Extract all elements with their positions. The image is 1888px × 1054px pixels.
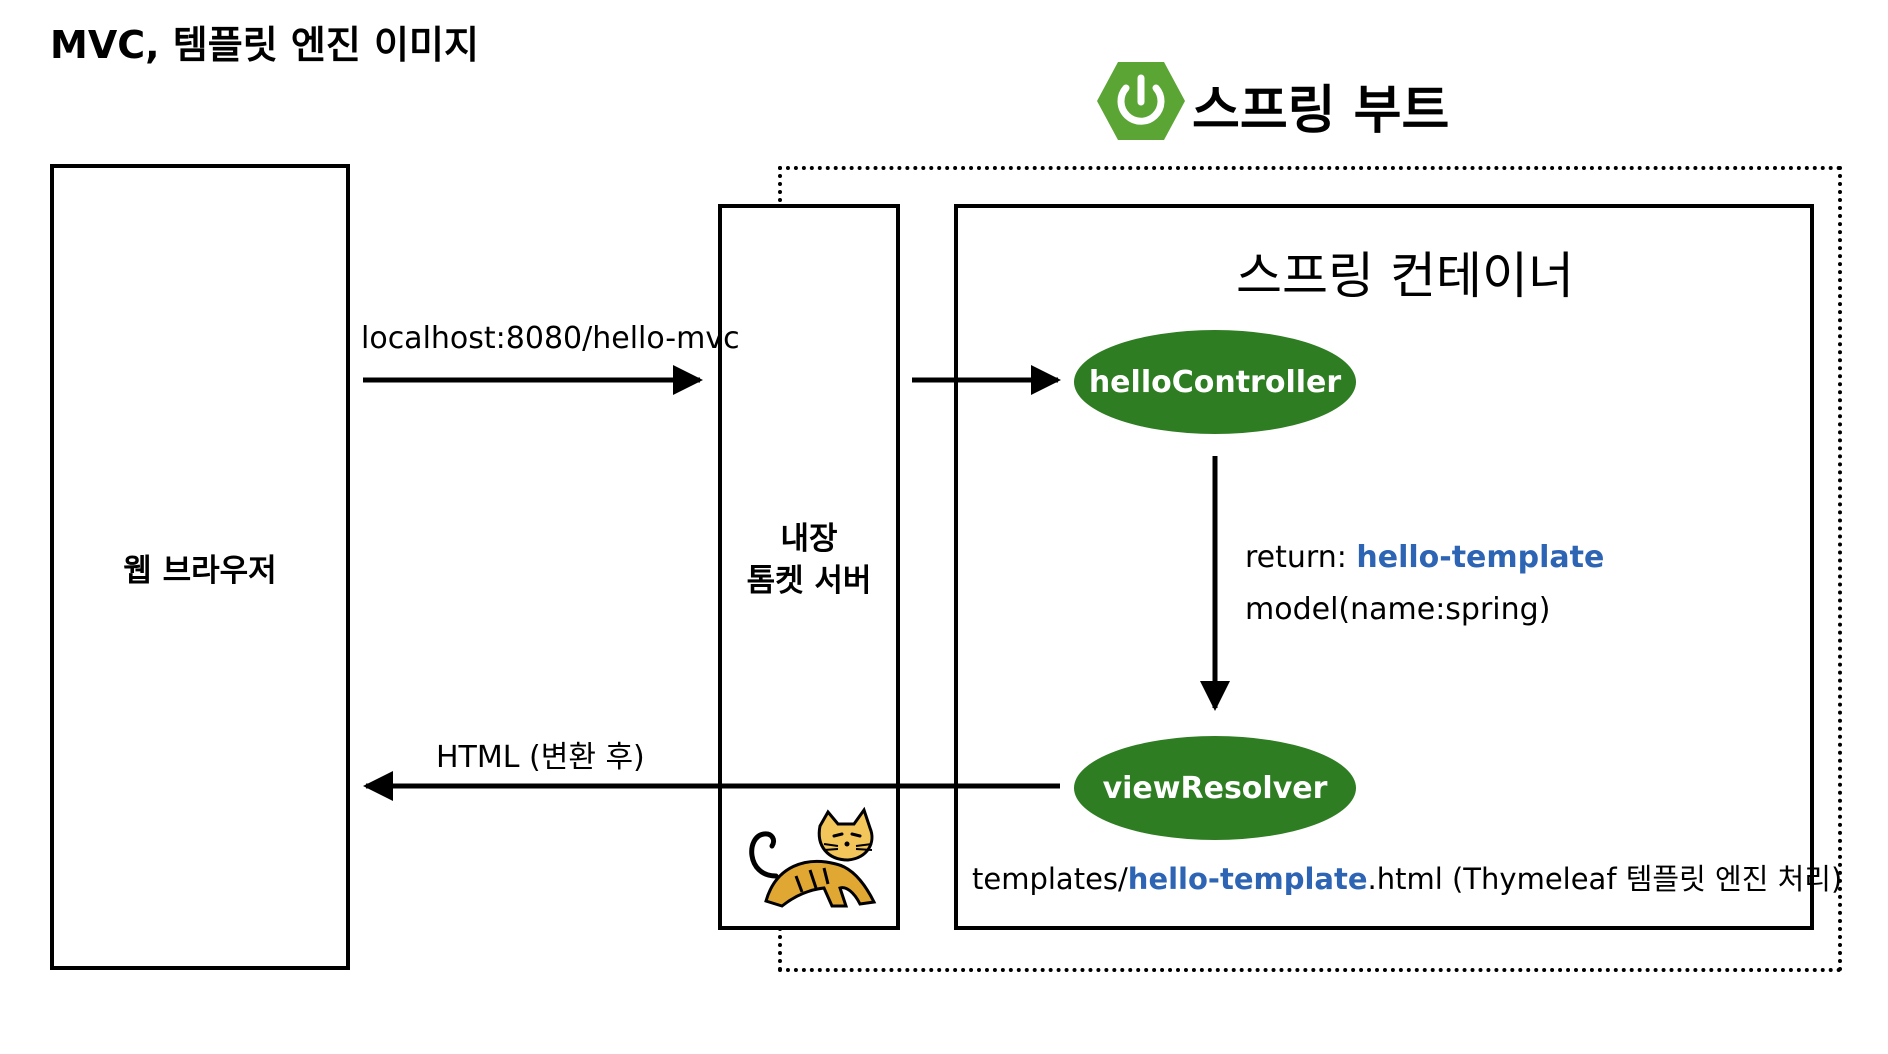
- return-value: hello-template: [1356, 540, 1605, 575]
- return-label: return: hello-template: [1245, 540, 1604, 575]
- page-title: MVC, 템플릿 엔진 이미지: [50, 23, 479, 67]
- request-url-label: localhost:8080/hello-mvc: [361, 321, 740, 356]
- spring-boot-label: 스프링 부트: [1192, 81, 1450, 141]
- web-browser-box: 웹 브라우저: [50, 164, 350, 970]
- spring-boot-logo-icon: [1096, 60, 1186, 142]
- template-note-suffix: .html (Thymeleaf 템플릿 엔진 처리): [1367, 862, 1843, 896]
- hello-controller-node: helloController: [1074, 330, 1356, 434]
- spring-container-box: [954, 204, 1814, 930]
- template-note: templates/hello-template.html (Thymeleaf…: [972, 856, 1842, 898]
- model-label: model(name:spring): [1245, 592, 1551, 627]
- view-resolver-node: viewResolver: [1074, 736, 1356, 840]
- tomcat-server-box: 내장 톰켓 서버: [718, 204, 900, 930]
- tomcat-label-line1: 내장: [780, 521, 838, 557]
- template-note-prefix: templates/: [972, 862, 1128, 896]
- return-prefix: return:: [1245, 540, 1357, 575]
- tomcat-cat-icon: [736, 806, 886, 916]
- web-browser-label: 웹 브라우저: [123, 552, 277, 589]
- template-note-highlight: hello-template: [1127, 862, 1368, 896]
- spring-container-title: 스프링 컨테이너: [1236, 247, 1574, 305]
- tomcat-server-label: 내장 톰켓 서버: [722, 518, 896, 602]
- response-label: HTML (변환 후): [436, 740, 645, 775]
- tomcat-label-line2: 톰켓 서버: [746, 563, 872, 599]
